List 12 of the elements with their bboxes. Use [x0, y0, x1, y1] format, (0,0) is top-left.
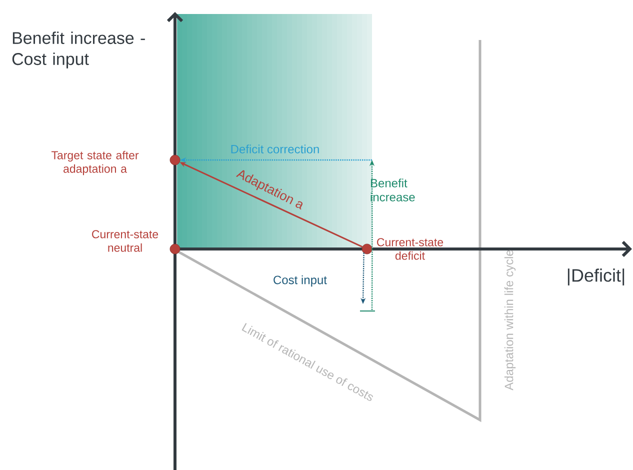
edge-label: Cost input — [274, 275, 327, 287]
edge-label: Benefit increase — [370, 178, 415, 202]
axis-label: Benefit increase - Cost input — [12, 32, 145, 68]
edge-label: Deficit correction — [231, 144, 319, 154]
point-marker — [362, 244, 372, 254]
axis-label: |Deficit| — [568, 268, 624, 286]
point-label: Current-state neutral — [92, 230, 158, 252]
point-marker — [170, 244, 180, 254]
line-label: Adaptation within life cycle — [504, 250, 516, 390]
point-marker — [170, 154, 180, 166]
point-label: Target state after adaptation a — [51, 150, 139, 176]
point-label: Current-state deficit — [377, 238, 444, 260]
